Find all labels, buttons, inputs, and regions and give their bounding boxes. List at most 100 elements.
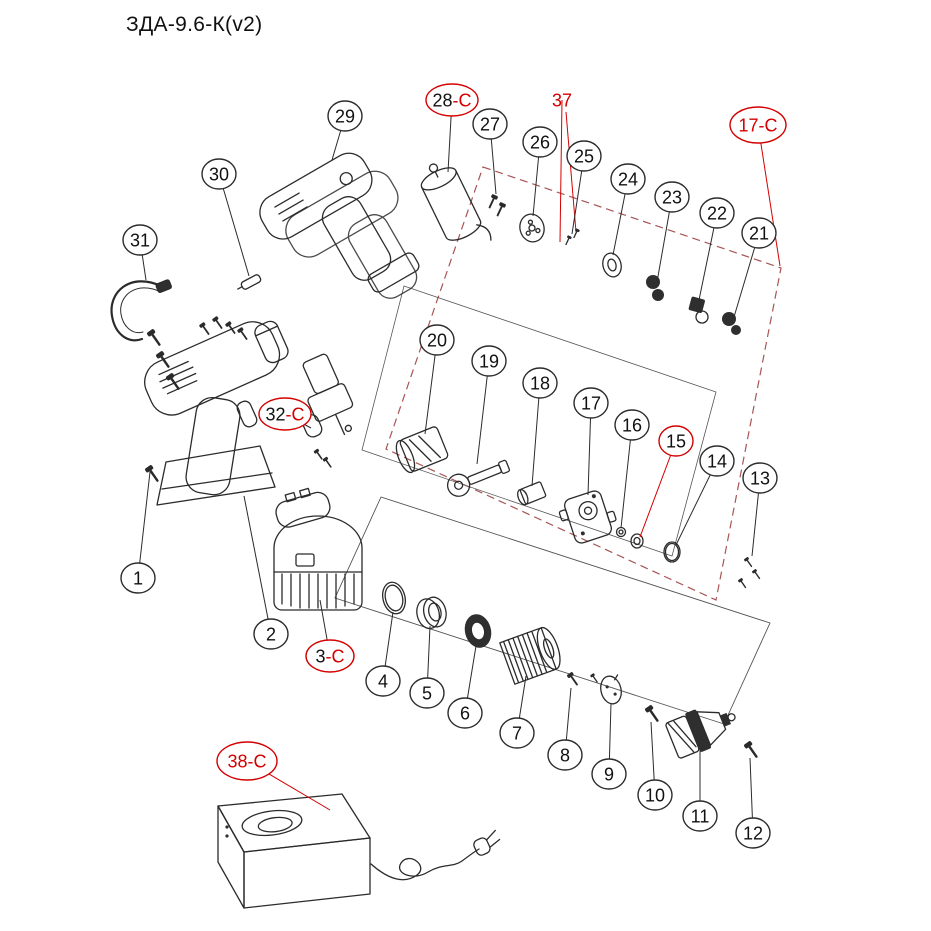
callout-6: 6 bbox=[447, 645, 483, 729]
callout-label: 8 bbox=[560, 746, 570, 766]
callout-29: 29 bbox=[327, 100, 363, 161]
callout-label: 29 bbox=[335, 107, 355, 127]
callout-21: 21 bbox=[733, 217, 777, 318]
callout-label: 31 bbox=[130, 231, 150, 251]
callout-label: 21 bbox=[749, 224, 769, 244]
callout-10: 10 bbox=[637, 721, 673, 811]
callout-18: 18 bbox=[522, 367, 558, 487]
leader-line bbox=[424, 339, 438, 435]
callout-label: 17-C bbox=[738, 116, 777, 136]
callout-22: 22 bbox=[698, 197, 735, 301]
callout-label: 1 bbox=[133, 569, 143, 589]
callout-ring bbox=[637, 779, 673, 811]
callout-ring bbox=[253, 618, 289, 650]
callout-label: 15 bbox=[666, 432, 686, 452]
callout-20: 20 bbox=[419, 324, 455, 435]
spring-5 bbox=[416, 596, 447, 630]
callout-15: 15 bbox=[639, 425, 694, 538]
ring-4 bbox=[381, 581, 407, 615]
callout-ring bbox=[699, 197, 735, 229]
shaft-19 bbox=[446, 459, 511, 497]
callout-ring bbox=[547, 739, 583, 771]
gears-21 bbox=[722, 312, 741, 335]
callout-11: 11 bbox=[682, 748, 718, 832]
switch-assembly bbox=[301, 353, 354, 470]
callout-label: 12 bbox=[743, 824, 763, 844]
callout-label: 23 bbox=[662, 188, 682, 208]
callout-label: 14 bbox=[707, 452, 727, 472]
leader-line bbox=[620, 424, 633, 529]
callout-ring bbox=[742, 462, 778, 494]
callout-ring bbox=[327, 100, 363, 132]
callout-label: 22 bbox=[707, 204, 727, 224]
callout-label: 20 bbox=[427, 331, 447, 351]
callout-19: 19 bbox=[471, 345, 507, 465]
gearbox-17 bbox=[558, 490, 617, 544]
bearing-ring-6 bbox=[464, 614, 492, 648]
callout-ring bbox=[654, 181, 690, 213]
callout-ring bbox=[614, 409, 650, 441]
callout-ring bbox=[610, 163, 646, 195]
callout-label: 25 bbox=[574, 147, 594, 167]
callout-ring bbox=[365, 665, 401, 697]
gear-sleeve-20 bbox=[395, 426, 449, 474]
power-plug bbox=[473, 829, 501, 856]
callout-14: 14 bbox=[675, 445, 735, 546]
callout-label: 2 bbox=[266, 625, 276, 645]
callout-ring bbox=[591, 758, 627, 790]
callout-label: 9 bbox=[604, 765, 614, 785]
assembly-plane-lower bbox=[334, 496, 771, 725]
callout-16: 16 bbox=[614, 409, 650, 529]
callout-30: 30 bbox=[201, 158, 250, 277]
pin-16 bbox=[615, 526, 627, 538]
callout-ring bbox=[682, 800, 718, 832]
gears-23 bbox=[646, 275, 664, 301]
callout-ring bbox=[741, 217, 777, 249]
leader-line bbox=[559, 99, 563, 243]
callout-label: 37 bbox=[552, 91, 572, 111]
housing-shells bbox=[259, 152, 420, 299]
callout-label: 7 bbox=[512, 724, 522, 744]
callout-ring bbox=[216, 741, 278, 781]
callout-5: 5 bbox=[409, 625, 445, 709]
callout-ring bbox=[425, 83, 479, 117]
washer-15 bbox=[630, 533, 644, 549]
top-row-small-parts bbox=[486, 193, 741, 335]
battery-pack bbox=[273, 487, 363, 611]
callout-label: 27 bbox=[480, 115, 500, 135]
callout-12: 12 bbox=[735, 757, 771, 849]
diagram-title: ЗДА-9.6-К(v2) bbox=[126, 13, 263, 36]
callout-27: 27 bbox=[472, 108, 508, 195]
callout-ring bbox=[122, 224, 158, 256]
callout-23: 23 bbox=[654, 181, 690, 283]
callout-label: 26 bbox=[530, 133, 550, 153]
callout-ring bbox=[409, 677, 445, 709]
callout-ring bbox=[447, 697, 483, 729]
callout-label: 4 bbox=[378, 672, 388, 692]
callout-ring bbox=[658, 425, 694, 457]
callout-4: 4 bbox=[365, 611, 401, 697]
callout-ring bbox=[522, 126, 558, 158]
callout-17-C: 17-C bbox=[729, 106, 787, 267]
callout-ring bbox=[499, 717, 535, 749]
callout-9: 9 bbox=[591, 702, 627, 790]
callout-32-C: 32-C bbox=[258, 397, 312, 431]
callout-ring bbox=[305, 639, 355, 673]
chuck-11 bbox=[665, 709, 736, 759]
callout-label: 16 bbox=[622, 416, 642, 436]
callout-7: 7 bbox=[499, 675, 535, 749]
charger bbox=[217, 793, 501, 909]
callout-37: 37 bbox=[552, 91, 572, 243]
callout-label: 28-C bbox=[432, 91, 471, 111]
chuck-row-parts bbox=[381, 581, 761, 760]
callout-ring bbox=[120, 562, 156, 594]
callout-1: 1 bbox=[120, 471, 156, 594]
callout-8: 8 bbox=[547, 687, 583, 771]
callout-17: 17 bbox=[573, 387, 609, 496]
callout-label: 10 bbox=[645, 786, 665, 806]
leader-line bbox=[639, 440, 677, 538]
power-cable bbox=[370, 848, 480, 881]
callout-label: 17 bbox=[581, 394, 601, 414]
callout-label: 13 bbox=[750, 469, 770, 489]
